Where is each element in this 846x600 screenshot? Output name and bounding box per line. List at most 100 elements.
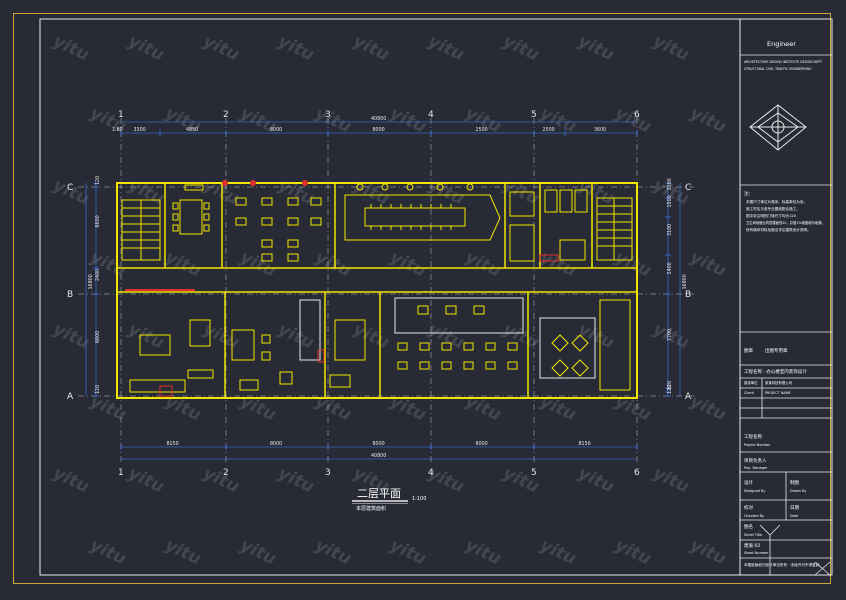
dimension-first-label: 1.80 <box>112 127 123 133</box>
dimension-value: 8000 <box>476 441 488 447</box>
watermark-text: yitu <box>350 319 392 353</box>
office-middle <box>231 299 366 391</box>
dimension-value: 7700 <box>667 329 673 341</box>
watermark-text: yitu <box>462 391 504 425</box>
watermark-text: yitu <box>462 247 504 281</box>
watermark-text: yitu <box>237 391 279 425</box>
watermark-text: yitu <box>537 535 579 569</box>
sheet-number-value: 建施-02 <box>744 542 760 549</box>
watermark-text: yitu <box>612 103 654 137</box>
watermark-text: yitu <box>312 103 354 137</box>
dimension-value: 120 <box>95 176 101 185</box>
watermark-text: yitu <box>387 247 429 281</box>
watermark-text: yitu <box>650 31 692 65</box>
sheet-title-label-en: Sheet Title <box>744 533 762 537</box>
watermark-text: yitu <box>125 463 167 497</box>
pm-label: 项目负责人 <box>744 457 767 464</box>
watermark-text: yitu <box>500 31 542 65</box>
watermark-text: yitu <box>350 31 392 65</box>
lounge-east <box>539 299 631 391</box>
dimension-value: 4850 <box>186 127 198 133</box>
axis-label-bottom: 5 <box>531 468 537 478</box>
company-subtitle-1: ARCHITECTURE DESIGN INSTITUTE DESIGN DEP… <box>744 60 822 64</box>
dimension-value: 8150 <box>167 441 179 447</box>
watermark-text: yitu <box>387 391 429 425</box>
stamp-label: 图章 <box>744 347 753 354</box>
date-label: 日期 <box>790 505 799 511</box>
watermark-text: yitu <box>237 535 279 569</box>
pm-label-en: Proj. Manager <box>744 466 768 470</box>
dimension-value: 2400 <box>95 269 101 281</box>
watermark-text: yitu <box>200 463 242 497</box>
drawing-scale: 1:100 <box>412 496 426 502</box>
date-label-en: Date <box>790 514 798 518</box>
dimension-value: 1200 <box>667 178 673 190</box>
exterior-wall <box>116 182 638 399</box>
watermark-text: yitu <box>387 103 429 137</box>
watermark-text: yitu <box>162 535 204 569</box>
watermark-text: yitu <box>237 247 279 281</box>
watermark-text: yitu <box>575 31 617 65</box>
watermark-text: yitu <box>50 463 92 497</box>
stair-east <box>596 197 633 261</box>
drawing-subtitle: 本层建筑面积 <box>356 505 386 512</box>
watermark-text: yitu <box>87 535 129 569</box>
dimension-total: 16800 <box>88 274 94 289</box>
project-name: 工程名称 · 办公楼室内装饰设计 <box>744 368 807 375</box>
dimension-value: 120 <box>667 385 673 394</box>
axis-label-bottom: 2 <box>223 468 229 478</box>
dimension-value: 2400 <box>667 262 673 274</box>
watermark-text: yitu <box>387 535 429 569</box>
inner-frame <box>39 18 833 576</box>
drawing-border <box>13 13 831 584</box>
dimension-total: 40800 <box>371 453 386 459</box>
drawing-title-main: 二层平面 <box>357 487 401 500</box>
designed-label-en: Designed By <box>744 489 765 493</box>
dimension-value: 6600 <box>95 215 101 227</box>
watermark-text: yitu <box>537 391 579 425</box>
dimension-total: 40800 <box>371 116 386 122</box>
notes-heading: 注： <box>744 190 753 197</box>
watermark-text: yitu <box>50 31 92 65</box>
axis-label-top: 4 <box>428 110 434 120</box>
axis-label-right: C <box>685 183 691 193</box>
title-block-footer: 本图纸版权归设计单位所有 · 未经许可不得复制 <box>744 562 820 567</box>
watermark-text: yitu <box>612 535 654 569</box>
watermark-text: yitu <box>687 247 729 281</box>
red-column-marker <box>222 180 228 186</box>
dimension-value: 120 <box>95 385 101 394</box>
axis-label-left: A <box>67 392 74 402</box>
client-value: 某某科技有限公司 <box>765 380 792 385</box>
office-south <box>394 297 524 370</box>
dimension-value: 2500 <box>476 127 488 133</box>
watermark-text: yitu <box>462 535 504 569</box>
floor-plan <box>116 180 638 399</box>
watermark-text: yitu <box>125 319 167 353</box>
dimension-value: 8150 <box>579 441 591 447</box>
axis-label-top: 3 <box>325 110 331 120</box>
watermark-text: yitu <box>425 319 467 353</box>
drawing-title: 二层平面 1:100 本层建筑面积 <box>352 487 426 512</box>
watermark-text: yitu <box>200 319 242 353</box>
watermark-text: yitu <box>50 319 92 353</box>
axis-label-bottom: 3 <box>325 468 331 478</box>
dimension-value: 6600 <box>95 331 101 343</box>
axis-label-top: 5 <box>531 110 537 120</box>
drawn-label-en: Drawn By <box>790 489 806 493</box>
dimension-total: 16800 <box>682 274 688 289</box>
watermark-text: yitu <box>575 175 617 209</box>
project-en: PROJECT NAME <box>765 391 791 395</box>
watermark-text: yitu <box>312 535 354 569</box>
designed-label: 设计 <box>744 479 753 486</box>
stair-west <box>121 199 161 261</box>
axis-label-left: C <box>67 183 73 193</box>
axis-label-top: 1 <box>118 110 124 120</box>
compass-logo-icon <box>749 104 807 151</box>
drawing-label-en: Project Number <box>744 443 771 447</box>
dimension-value: 2500 <box>543 127 555 133</box>
note-1: 本图尺寸单位为毫米，标高单位为米。 <box>746 199 807 204</box>
axis-label-top: 2 <box>223 110 229 120</box>
dimension-value: 8000 <box>270 127 282 133</box>
watermark-text: yitu <box>275 463 317 497</box>
